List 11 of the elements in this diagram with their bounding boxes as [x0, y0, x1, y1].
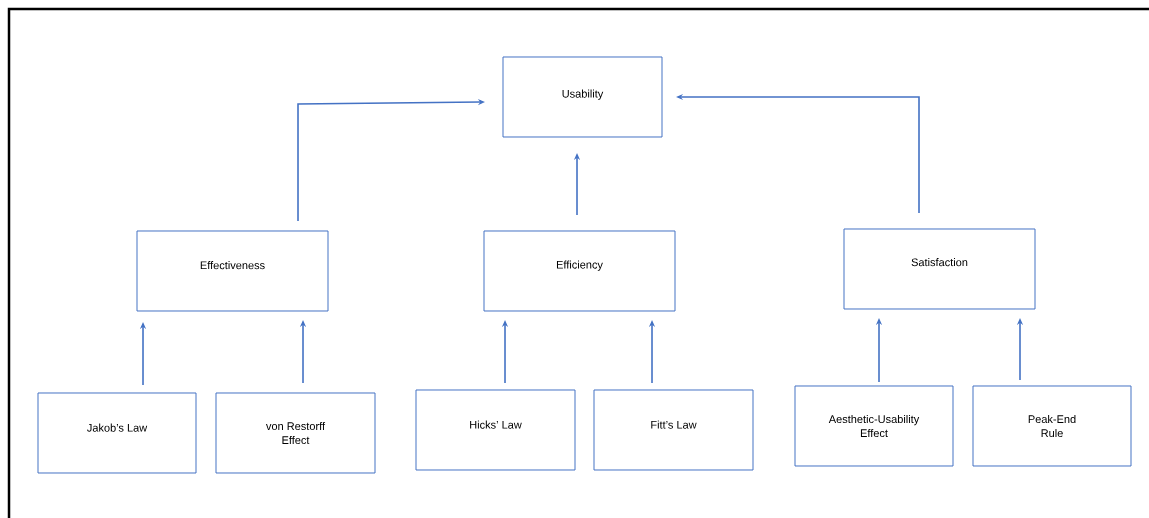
box: Fitt’s Law — [593, 389, 754, 471]
arrow — [297, 99, 485, 222]
box: Hicks’ Law — [415, 389, 576, 471]
box: Aesthetic-Usability Effect — [794, 385, 954, 467]
box: Satisfaction — [843, 228, 1036, 310]
box: Peak-End Rule — [972, 385, 1132, 467]
box: Effectiveness — [136, 230, 329, 312]
box: Efficiency — [483, 230, 676, 312]
box: von Restorff Effect — [215, 392, 376, 474]
box: Usability — [502, 56, 663, 138]
box: Jakob’s Law — [37, 392, 197, 474]
